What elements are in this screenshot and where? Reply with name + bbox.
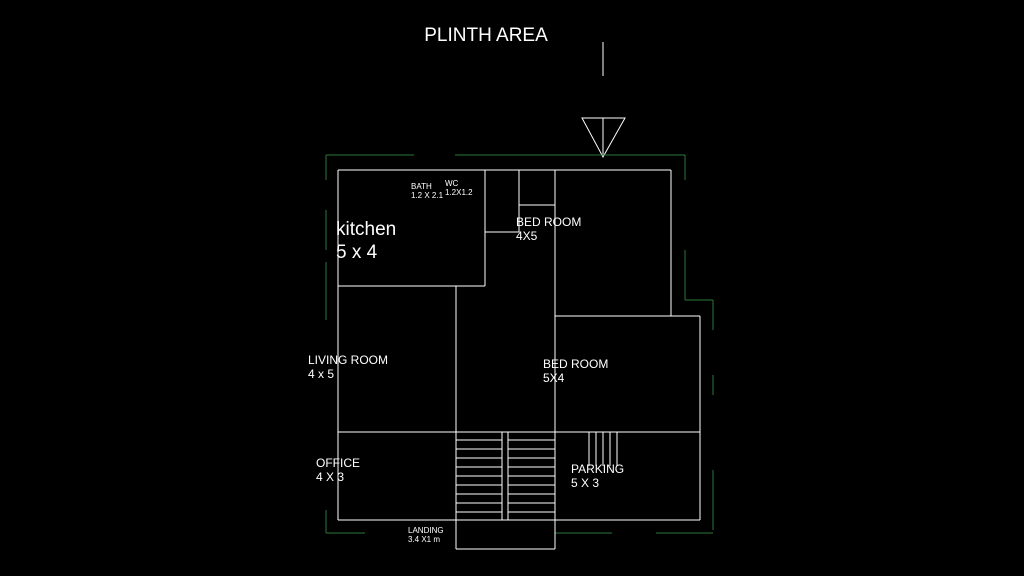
kitchen-size: 5 x 4 <box>336 242 378 263</box>
landing-label: LANDING <box>408 526 444 535</box>
bedroom2-size: 5X4 <box>543 371 565 385</box>
bedroom2-label: BED ROOM <box>543 357 608 371</box>
wc-size: 1.2X1.2 <box>445 188 473 197</box>
parking-label: PARKING <box>571 462 624 476</box>
parking-marks <box>588 432 618 466</box>
bedroom1-label: BED ROOM <box>516 215 581 229</box>
plan-title: PLINTH AREA <box>424 25 548 46</box>
north-arrow-icon <box>581 42 626 159</box>
kitchen-label: kitchen <box>336 219 396 240</box>
plot-boundary <box>325 154 714 534</box>
bedroom1-size: 4X5 <box>516 229 538 243</box>
office-label: OFFICE <box>316 456 360 470</box>
parking-size: 5 X 3 <box>571 476 599 490</box>
living-label: LIVING ROOM <box>308 353 388 367</box>
wc-label: WC <box>445 179 459 188</box>
living-size: 4 x 5 <box>308 367 334 381</box>
landing-size: 3.4 X1 m <box>408 535 440 544</box>
bath-size: 1.2 X 2.1 <box>411 191 444 200</box>
staircase <box>456 432 555 520</box>
walls <box>337 169 701 550</box>
bath-label: BATH <box>411 182 432 191</box>
office-size: 4 X 3 <box>316 470 344 484</box>
